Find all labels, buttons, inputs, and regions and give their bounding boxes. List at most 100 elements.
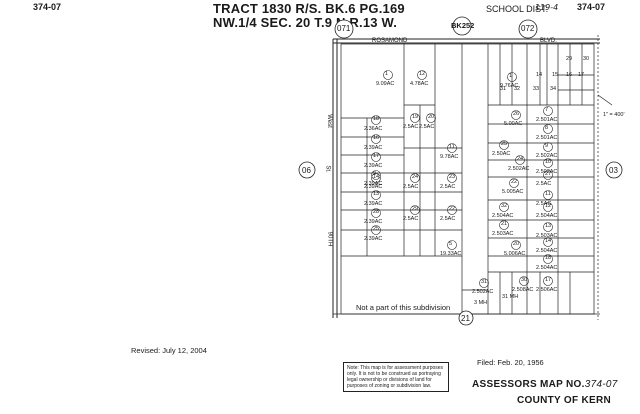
parcel-acreage: 2.39AC — [364, 219, 383, 225]
parcel-circle — [543, 222, 553, 232]
parcel-number[interactable]: 28 — [373, 209, 380, 215]
adjacent-21-label[interactable]: 21 — [461, 314, 470, 323]
parcel-circle — [499, 140, 509, 150]
excluded-note: Not a part of this subdivision — [356, 303, 451, 312]
parcel-circle — [543, 237, 553, 247]
parcel-number[interactable]: 32 — [501, 203, 508, 209]
parcel-circle — [511, 110, 521, 120]
parcel-number[interactable]: 19 — [412, 114, 419, 120]
parcel-number[interactable]: 11 — [545, 191, 551, 197]
parcel-circle — [519, 276, 529, 286]
parcel-acreage: 2.5AC — [403, 124, 419, 130]
parcel-number[interactable]: 20 — [513, 241, 520, 247]
parcel-number[interactable]: 24 — [412, 174, 419, 180]
parcel-number[interactable]: 26 — [513, 111, 520, 117]
parcel-acreage: 2.504AC — [536, 265, 558, 271]
adjacent-map-06 — [298, 161, 316, 179]
parcel-number[interactable]: 22 — [511, 179, 518, 185]
top-lot-number[interactable]: 30 — [583, 56, 590, 62]
parcel-number[interactable]: 23 — [449, 174, 456, 180]
adjacent-06-label[interactable]: 06 — [302, 166, 311, 175]
parcel-acreage: 2.5AC — [536, 201, 552, 207]
parcel-number[interactable]: 24 — [517, 156, 524, 162]
parcel-acreage: 2.39AC — [364, 163, 383, 169]
parcel-acreage: 2.5AC — [419, 124, 435, 130]
map-number-right: 374-07 — [577, 2, 606, 12]
street-rosamond: ROSAMOND — [372, 38, 408, 44]
parcel-acreage: 2.5AC — [440, 184, 456, 190]
parcel-number[interactable]: 13 — [373, 191, 380, 197]
parcel-acreage: 2.501AC — [536, 117, 558, 123]
parcel-number[interactable]: 25 — [501, 141, 508, 147]
parcel-acreage: 9.09AC — [376, 81, 395, 87]
parcel-circle — [447, 173, 457, 183]
parcel-circle — [543, 202, 553, 212]
book-ref: BK252 — [451, 21, 475, 30]
top-lot-number[interactable]: 16 — [566, 72, 573, 78]
parcel-number[interactable]: 1 — [385, 71, 389, 77]
parcel-number[interactable]: 18 — [373, 116, 380, 122]
top-lot-number[interactable]: 14 — [536, 72, 543, 78]
parcel-number[interactable]: 27 — [545, 171, 552, 177]
parcel-number[interactable]: 21 — [501, 221, 508, 227]
parcel-circle — [371, 225, 381, 235]
parcel-number[interactable]: 1 — [509, 73, 513, 79]
street-90th: 90TH — [326, 231, 333, 247]
parcel-number[interactable]: 25 — [373, 226, 380, 232]
adjacent-071-label[interactable]: 071 — [337, 24, 351, 33]
parcel-number[interactable]: 30 — [521, 277, 528, 283]
top-lot-number[interactable]: 15 — [552, 72, 559, 78]
parcel-acreage: 2.504AC — [536, 213, 558, 219]
parcel-circle — [507, 72, 517, 82]
top-lot-number[interactable]: 34 — [550, 86, 557, 92]
parcel-number[interactable]: 11 — [449, 144, 455, 150]
adjacent-03-label[interactable]: 03 — [609, 166, 618, 175]
parcel-circle — [410, 173, 420, 183]
top-lot-number[interactable]: 17 — [578, 72, 585, 78]
parcel-acreage: 2.39AC — [364, 201, 383, 207]
parcel-acreage: 9.76AC — [500, 83, 519, 89]
parcel-circle — [499, 220, 509, 230]
parcel-acreage: 2.50AC — [492, 151, 511, 157]
parcel-number[interactable]: 14 — [373, 174, 380, 180]
parcel-number[interactable]: 10 — [545, 159, 552, 165]
top-lot-number[interactable]: 31 — [500, 86, 507, 92]
parcel-acreage: 4.78AC — [410, 81, 429, 87]
parcel-number[interactable]: 31 — [481, 279, 488, 285]
parcel-circle — [509, 178, 519, 188]
top-lot-number[interactable]: 32 — [514, 86, 521, 92]
parcel-acreage: 2.503AC — [492, 231, 514, 237]
parcel-number[interactable]: 9 — [545, 143, 549, 149]
parcel-circle — [383, 70, 393, 80]
top-lot-number[interactable]: 29 — [566, 56, 573, 62]
street-west: West — [325, 114, 332, 128]
school-district-value: 119-4 — [535, 3, 559, 12]
parcel-acreage: 2.503AC — [536, 233, 558, 239]
parcel-number[interactable]: 18 — [545, 255, 552, 261]
parcel-number[interactable]: 12 — [419, 71, 426, 77]
parcel-number[interactable]: 13 — [545, 223, 552, 229]
parcel-number[interactable]: 17 — [545, 277, 552, 283]
parcel-number[interactable]: 8 — [545, 125, 549, 131]
parcel-number[interactable]: 29 — [412, 206, 419, 212]
parcel-number[interactable]: 16 — [373, 135, 380, 141]
parcel-number[interactable]: 20 — [428, 114, 435, 120]
top-lot-number[interactable]: 33 — [533, 86, 540, 92]
adjacent-map-071 — [334, 19, 354, 39]
bottom-lot-31mh: 31 MH — [502, 294, 519, 300]
parcel-number[interactable]: 14 — [545, 238, 552, 244]
adjacent-072-label[interactable]: 072 — [521, 24, 535, 33]
parcel-number[interactable]: 12 — [545, 203, 552, 209]
parcel-number[interactable]: 5 — [449, 241, 453, 247]
parcel-circle — [543, 106, 553, 116]
parcel-acreage: 2.39AC — [364, 184, 383, 190]
parcel-circle — [410, 205, 420, 215]
parcel-number[interactable]: 17 — [373, 153, 380, 159]
parcel-number[interactable]: 7 — [545, 107, 549, 113]
revised-date: Revised: July 12, 2004 — [131, 346, 207, 355]
parcel-number[interactable]: 22 — [449, 206, 456, 212]
adjacent-map-03 — [605, 161, 623, 179]
disclaimer-box: Note: This map is for assessment purpose… — [343, 362, 449, 392]
parcel-number[interactable]: 9 — [373, 171, 377, 177]
